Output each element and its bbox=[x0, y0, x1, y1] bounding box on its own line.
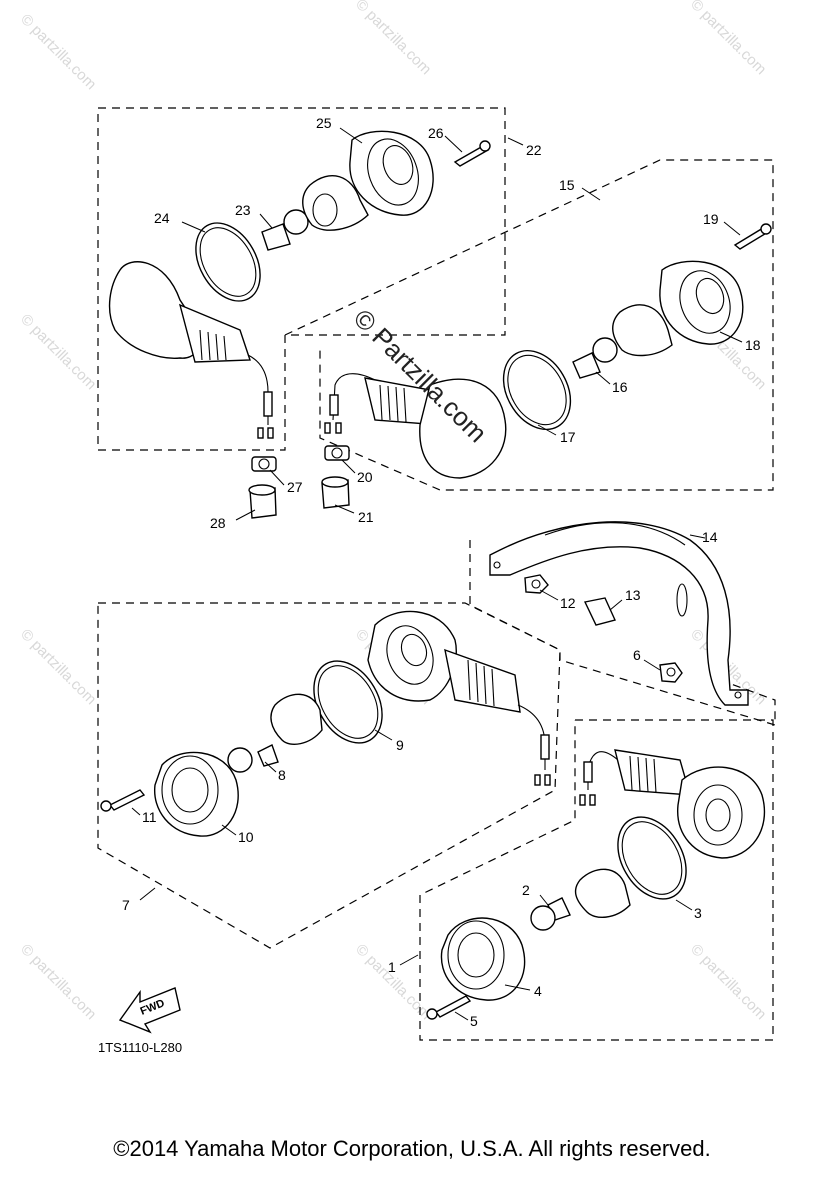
watermark-text: © partzilla.com bbox=[352, 0, 434, 78]
wire-terminal bbox=[267, 427, 274, 439]
turn-signal-assembly-front-right bbox=[426, 749, 766, 1020]
callout-10: 10 bbox=[238, 829, 254, 845]
callout-22: 22 bbox=[526, 142, 542, 158]
callout-labels: 1 2 3 4 5 6 7 8 9 10 11 12 13 14 15 16 1… bbox=[122, 115, 761, 1029]
callout-24: 24 bbox=[154, 210, 170, 226]
turn-signal-assembly-rear-right bbox=[321, 223, 772, 509]
turn-signal-assembly-rear-left bbox=[108, 130, 491, 519]
assembly-7-boundary bbox=[97, 602, 561, 949]
nut-6 bbox=[659, 662, 683, 683]
callout-2: 2 bbox=[522, 882, 530, 898]
bracket-14 bbox=[489, 521, 749, 706]
drawing-code: 1TS1110-L280 bbox=[98, 1040, 183, 1055]
callout-14: 14 bbox=[702, 529, 718, 545]
signal-stem bbox=[614, 749, 691, 796]
callout-20: 20 bbox=[357, 469, 373, 485]
stem-ribs bbox=[467, 659, 495, 707]
callout-8: 8 bbox=[278, 767, 286, 783]
signal-wire bbox=[332, 373, 376, 421]
signal-body-1 bbox=[677, 766, 766, 859]
callout-4: 4 bbox=[534, 983, 542, 999]
bulb-8 bbox=[257, 744, 279, 767]
signal-bracket-14 bbox=[489, 521, 749, 706]
gasket-17 bbox=[502, 349, 572, 431]
wire-terminal bbox=[324, 422, 331, 434]
watermark-text: © partzilla.com bbox=[352, 941, 434, 1023]
leader-lines bbox=[131, 127, 743, 1021]
watermark-text: © partzilla.com bbox=[687, 941, 769, 1023]
wire-terminal bbox=[257, 427, 264, 439]
signal-body-15 bbox=[419, 378, 507, 479]
wire-terminal bbox=[335, 422, 342, 434]
callout-27: 27 bbox=[287, 479, 303, 495]
callout-9: 9 bbox=[396, 737, 404, 753]
wire-connector bbox=[329, 394, 339, 416]
watermark-text: © partzilla.com bbox=[17, 626, 99, 708]
callout-16: 16 bbox=[612, 379, 628, 395]
callout-6: 6 bbox=[633, 647, 641, 663]
callout-19: 19 bbox=[703, 211, 719, 227]
callout-7: 7 bbox=[122, 897, 130, 913]
callout-5: 5 bbox=[470, 1013, 478, 1029]
collar-13 bbox=[583, 597, 616, 626]
watermark-text: © partzilla.com bbox=[17, 941, 99, 1023]
lens-18 bbox=[659, 260, 744, 345]
bulb-16 bbox=[572, 352, 601, 379]
lens-10 bbox=[154, 751, 239, 837]
callout-13: 13 bbox=[625, 587, 641, 603]
reflector bbox=[270, 693, 323, 746]
bulb-23 bbox=[261, 223, 291, 251]
lens-25 bbox=[349, 130, 434, 216]
assembly-boundaries bbox=[97, 107, 776, 1041]
signal-body-24 bbox=[108, 261, 202, 359]
assembly-15-boundary bbox=[284, 159, 774, 491]
copyright-notice: ©2014 Yamaha Motor Corporation, U.S.A. A… bbox=[113, 1136, 711, 1161]
callout-23: 23 bbox=[235, 202, 251, 218]
reflector bbox=[574, 868, 631, 918]
bracket-boundary bbox=[469, 540, 776, 726]
turn-signal-assembly-front-left bbox=[100, 610, 551, 837]
stem-ribs bbox=[629, 755, 657, 794]
callout-17: 17 bbox=[560, 429, 576, 445]
assembly-1-boundary bbox=[419, 719, 774, 1041]
watermark-text: © partzilla.com bbox=[17, 11, 99, 93]
wire-terminal bbox=[544, 774, 551, 786]
callout-11: 11 bbox=[142, 809, 157, 825]
stem-ribs bbox=[199, 329, 227, 361]
wire-terminal bbox=[534, 774, 541, 786]
screw-5 bbox=[434, 995, 472, 1018]
wire-connector bbox=[583, 761, 593, 783]
callout-18: 18 bbox=[745, 337, 761, 353]
lens-4 bbox=[440, 917, 526, 1001]
callout-26: 26 bbox=[428, 125, 444, 141]
callout-12: 12 bbox=[560, 595, 576, 611]
signal-body-7 bbox=[367, 610, 457, 702]
nut-12 bbox=[524, 574, 549, 594]
fwd-arrow-icon bbox=[118, 987, 181, 1034]
reflector bbox=[612, 304, 673, 357]
callout-1: 1 bbox=[388, 959, 396, 975]
watermark-text: © partzilla.com bbox=[687, 0, 769, 78]
signal-stem bbox=[178, 303, 251, 363]
callout-3: 3 bbox=[694, 905, 702, 921]
callout-25: 25 bbox=[316, 115, 332, 131]
collar-27 bbox=[251, 456, 277, 472]
screw-11 bbox=[108, 789, 146, 811]
gasket-24 bbox=[195, 222, 261, 302]
wire-connector bbox=[540, 734, 550, 760]
wire-terminal bbox=[579, 794, 586, 806]
stem-ribs bbox=[379, 384, 407, 423]
fwd-arrow: FWD bbox=[118, 987, 181, 1034]
watermark-text: © partzilla.com bbox=[17, 311, 99, 393]
wire-connector bbox=[263, 391, 273, 417]
callout-21: 21 bbox=[358, 509, 374, 525]
signal-stem bbox=[444, 648, 521, 713]
callout-15: 15 bbox=[559, 177, 575, 193]
collar-20 bbox=[324, 445, 350, 461]
wire-terminal bbox=[589, 794, 596, 806]
callout-28: 28 bbox=[210, 515, 226, 531]
